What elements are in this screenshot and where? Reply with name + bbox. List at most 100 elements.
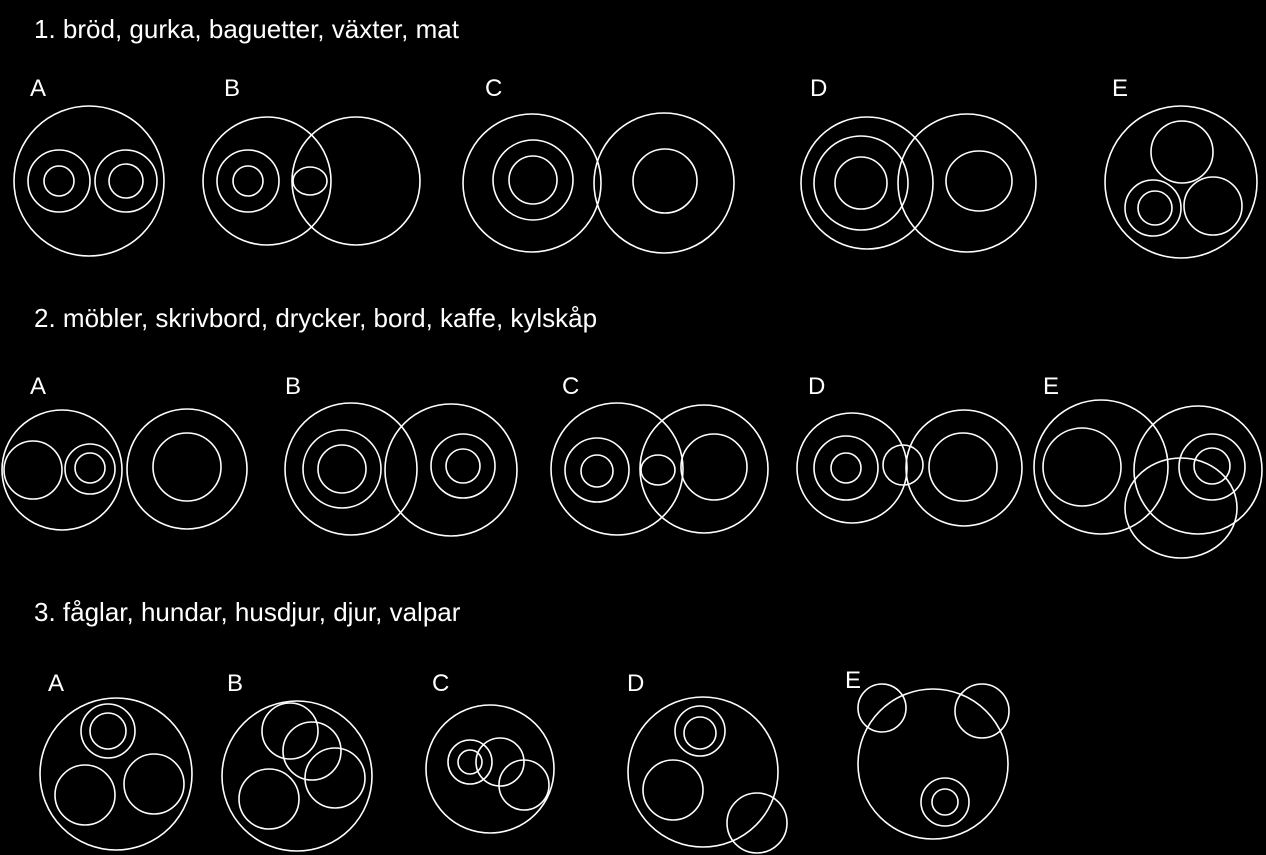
q3e-circle-bottom [920,777,970,827]
q3-option-c-label: C [432,670,449,697]
q3a-circle-top-inner [89,712,127,750]
q1a-circle-left [27,149,91,213]
q2e-circle-right-inner [1193,447,1231,485]
q2d-circle-left-mid [813,435,879,501]
q1-option-c-label: C [485,75,502,102]
q1-option-b[interactable]: B [202,75,421,246]
q2a-circle-left [1,409,123,531]
q1-option-e[interactable]: E [1104,75,1258,259]
q3c-circle-outer [425,704,555,834]
q1b-circle-left-mid [216,149,280,213]
q3-option-d-label: D [627,670,644,697]
q3d-circle-top-inner [683,716,717,750]
q1-option-c[interactable]: C [462,75,735,254]
q2a-circle-right [126,408,248,530]
q2-option-a-label: A [30,373,46,400]
q1a-circle-right [94,149,158,213]
q1d-circle-left-mid [813,135,909,231]
q2d-circle-right-inner [928,432,998,502]
q1c-circle-right [593,112,735,254]
q1d-circle-right-inner [945,150,1013,212]
q2d-circle-left-inner [830,452,862,484]
q3c-circle-right [498,759,550,811]
q3c-circle-left [447,739,493,785]
q2-option-e-label: E [1043,373,1059,400]
q3-option-c[interactable]: C [425,670,555,834]
q1b-circle-left-inner [232,165,264,197]
q2a-circle-right-inner [152,432,222,502]
q1-option-a-label: A [30,75,46,102]
q1b-circle-intersection [292,166,328,196]
q3a-circle-top [80,703,136,759]
question-1: 1. bröd, gurka, baguetter, växter, mat A… [13,14,1258,259]
q2-option-a[interactable]: A [1,373,248,531]
q2-option-e[interactable]: E [1033,373,1263,559]
q3e-circle-top-right [954,683,1010,739]
q3-option-e-label: E [845,667,861,694]
q3-option-b-label: B [227,670,243,697]
q1c-circle-left-inner [508,155,558,205]
q2b-circle-right-inner [445,448,481,484]
q3-option-b[interactable]: B [221,670,373,852]
q2d-circle-right [905,409,1023,527]
q3e-circle-bottom-inner [931,788,959,816]
q3-option-a[interactable]: A [39,670,193,851]
q3b-circle-bottom-left [238,768,300,830]
question-3: 3. fåglar, hundar, husdjur, djur, valpar… [34,597,1010,854]
q1c-circle-right-inner [632,148,698,214]
q2b-circle-right [384,403,518,537]
q1e-circle-bottom-right [1183,176,1243,236]
q1e-circle-outer [1104,105,1258,259]
q2d-circle-intersection [882,444,924,486]
q3-option-d[interactable]: D [627,670,788,854]
q1c-circle-left-mid [492,139,574,221]
q2-option-d-label: D [808,373,825,400]
q1b-circle-left [202,116,332,246]
q2e-circle-right [1133,405,1263,535]
q2c-circle-left-inner [580,454,614,488]
q2d-circle-left [796,412,908,524]
question-3-title: 3. fåglar, hundar, husdjur, djur, valpar [34,597,461,627]
q3c-circle-center [475,737,525,787]
q1d-circle-right [897,113,1037,253]
q1a-circle-right-inner [108,163,144,199]
q2c-circle-intersection [640,454,676,486]
q3b-circle-right [304,747,366,809]
q2a-circle-left-a [3,440,63,500]
q1b-circle-right [291,116,421,246]
q3d-circle-outside [726,792,788,854]
question-2: 2. möbler, skrivbord, drycker, bord, kaf… [1,303,1263,559]
q3d-circle-outer [627,696,779,848]
q3d-circle-left [642,759,704,821]
q2-option-b[interactable]: B [284,373,518,537]
q2e-circle-left-inner [1042,427,1122,507]
q3-option-a-label: A [48,670,64,697]
q1-option-a[interactable]: A [13,75,165,257]
q3a-circle-bottom-right [123,753,185,815]
q3c-circle-left-inner [457,749,483,775]
q2c-circle-right [639,404,769,534]
q3a-circle-outer [39,697,193,851]
q2a-circle-left-b-inner [74,452,106,484]
q3-option-e[interactable]: E [845,667,1010,840]
q1-option-d-label: D [810,75,827,102]
q2e-circle-bottom [1124,457,1238,559]
q1e-circle-bottom-left [1124,179,1182,237]
q3b-circle-top [261,702,319,760]
q2-option-d[interactable]: D [796,373,1023,527]
q1d-circle-left [800,116,934,250]
q1-option-d[interactable]: D [800,75,1037,253]
q3e-circle-outer [857,688,1009,840]
q2-option-c[interactable]: C [550,373,769,536]
q1e-circle-top [1150,120,1214,184]
question-2-title: 2. möbler, skrivbord, drycker, bord, kaf… [34,303,597,333]
q1-option-e-label: E [1112,75,1128,102]
q1e-circle-bottom-left-inner [1137,190,1173,226]
q2b-circle-left-mid [302,429,382,509]
q1a-circle-left-inner [43,165,75,197]
q2c-circle-left-mid [564,437,630,503]
q3a-circle-bottom-left [54,764,116,826]
q3e-circle-top-left [857,683,907,733]
q2e-circle-right-mid [1178,433,1246,501]
